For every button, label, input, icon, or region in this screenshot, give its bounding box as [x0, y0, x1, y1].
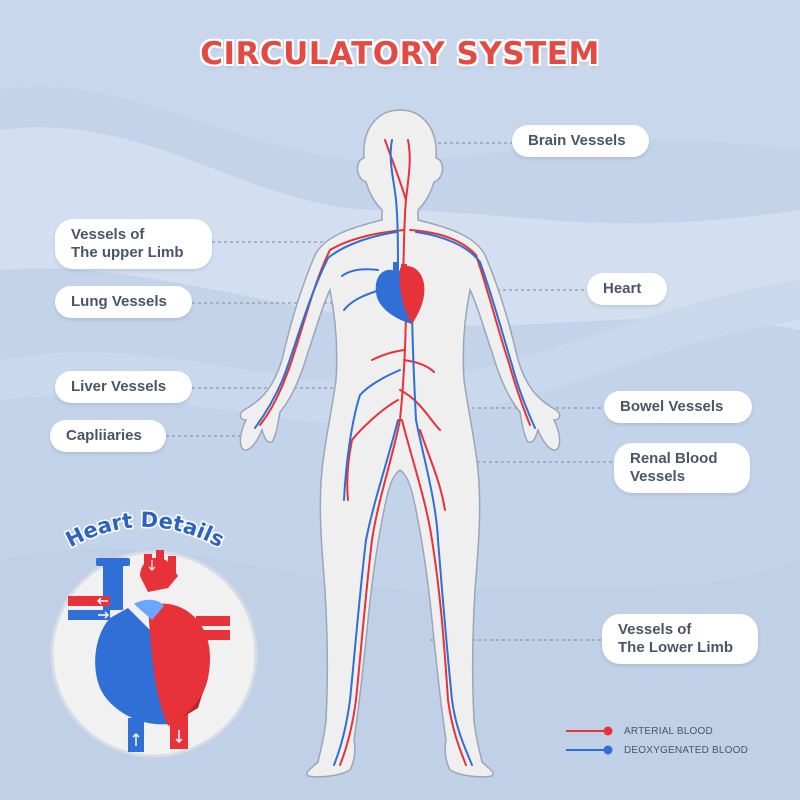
label-capillaries-text: Capliiaries [66, 427, 142, 444]
legend-deoxygenated-text: DEOXYGENATED BLOOD [624, 744, 748, 756]
label-bowel-vessels: Bowel Vessels [604, 391, 752, 423]
label-renal-line1: Renal Blood [630, 450, 718, 467]
label-lung-text: Lung Vessels [71, 293, 167, 310]
svg-text:Heart Details: Heart Details [62, 508, 229, 552]
label-brain-text: Brain Vessels [528, 132, 626, 149]
label-brain-vessels: Brain Vessels [512, 125, 649, 157]
label-upper-limb-line1: Vessels of [71, 226, 145, 243]
label-upper-limb-line2: The upper Limb [71, 244, 184, 261]
label-liver-text: Liver Vessels [71, 378, 167, 395]
label-lung-vessels: Lung Vessels [55, 286, 192, 318]
deoxygenated-line-icon [566, 745, 613, 755]
heart-icon [375, 262, 425, 324]
body-silhouette [239, 109, 561, 778]
heart-details-diagram [50, 550, 258, 758]
label-heart-text: Heart [603, 280, 642, 297]
label-lower-limb-line2: The Lower Limb [618, 639, 734, 656]
page-title: CIRCULATORY SYSTEM [200, 36, 600, 72]
label-lower-limb-line1: Vessels of [618, 621, 692, 638]
label-upper-limb-vessels: Vessels of The upper Limb [55, 219, 212, 269]
legend-arterial: ARTERIAL BLOOD [566, 725, 713, 737]
label-capillaries: Capliiaries [50, 420, 166, 452]
label-lower-limb-vessels: Vessels of The Lower Limb [602, 614, 758, 664]
label-liver-vessels: Liver Vessels [55, 371, 192, 403]
legend-arterial-text: ARTERIAL BLOOD [624, 725, 713, 737]
label-bowel-text: Bowel Vessels [620, 398, 724, 415]
heart-details-heading: Heart Details [60, 506, 230, 553]
arterial-vessels [259, 139, 531, 766]
legend-deoxygenated: DEOXYGENATED BLOOD [566, 744, 748, 756]
label-renal-line2: Vessels [630, 468, 686, 485]
deoxygenated-vessels [254, 139, 536, 766]
label-renal-blood-vessels: Renal Blood Vessels [614, 443, 750, 493]
arterial-line-icon [566, 726, 613, 736]
heart-details-text: Heart Details [60, 506, 230, 553]
label-heart: Heart [587, 273, 667, 305]
